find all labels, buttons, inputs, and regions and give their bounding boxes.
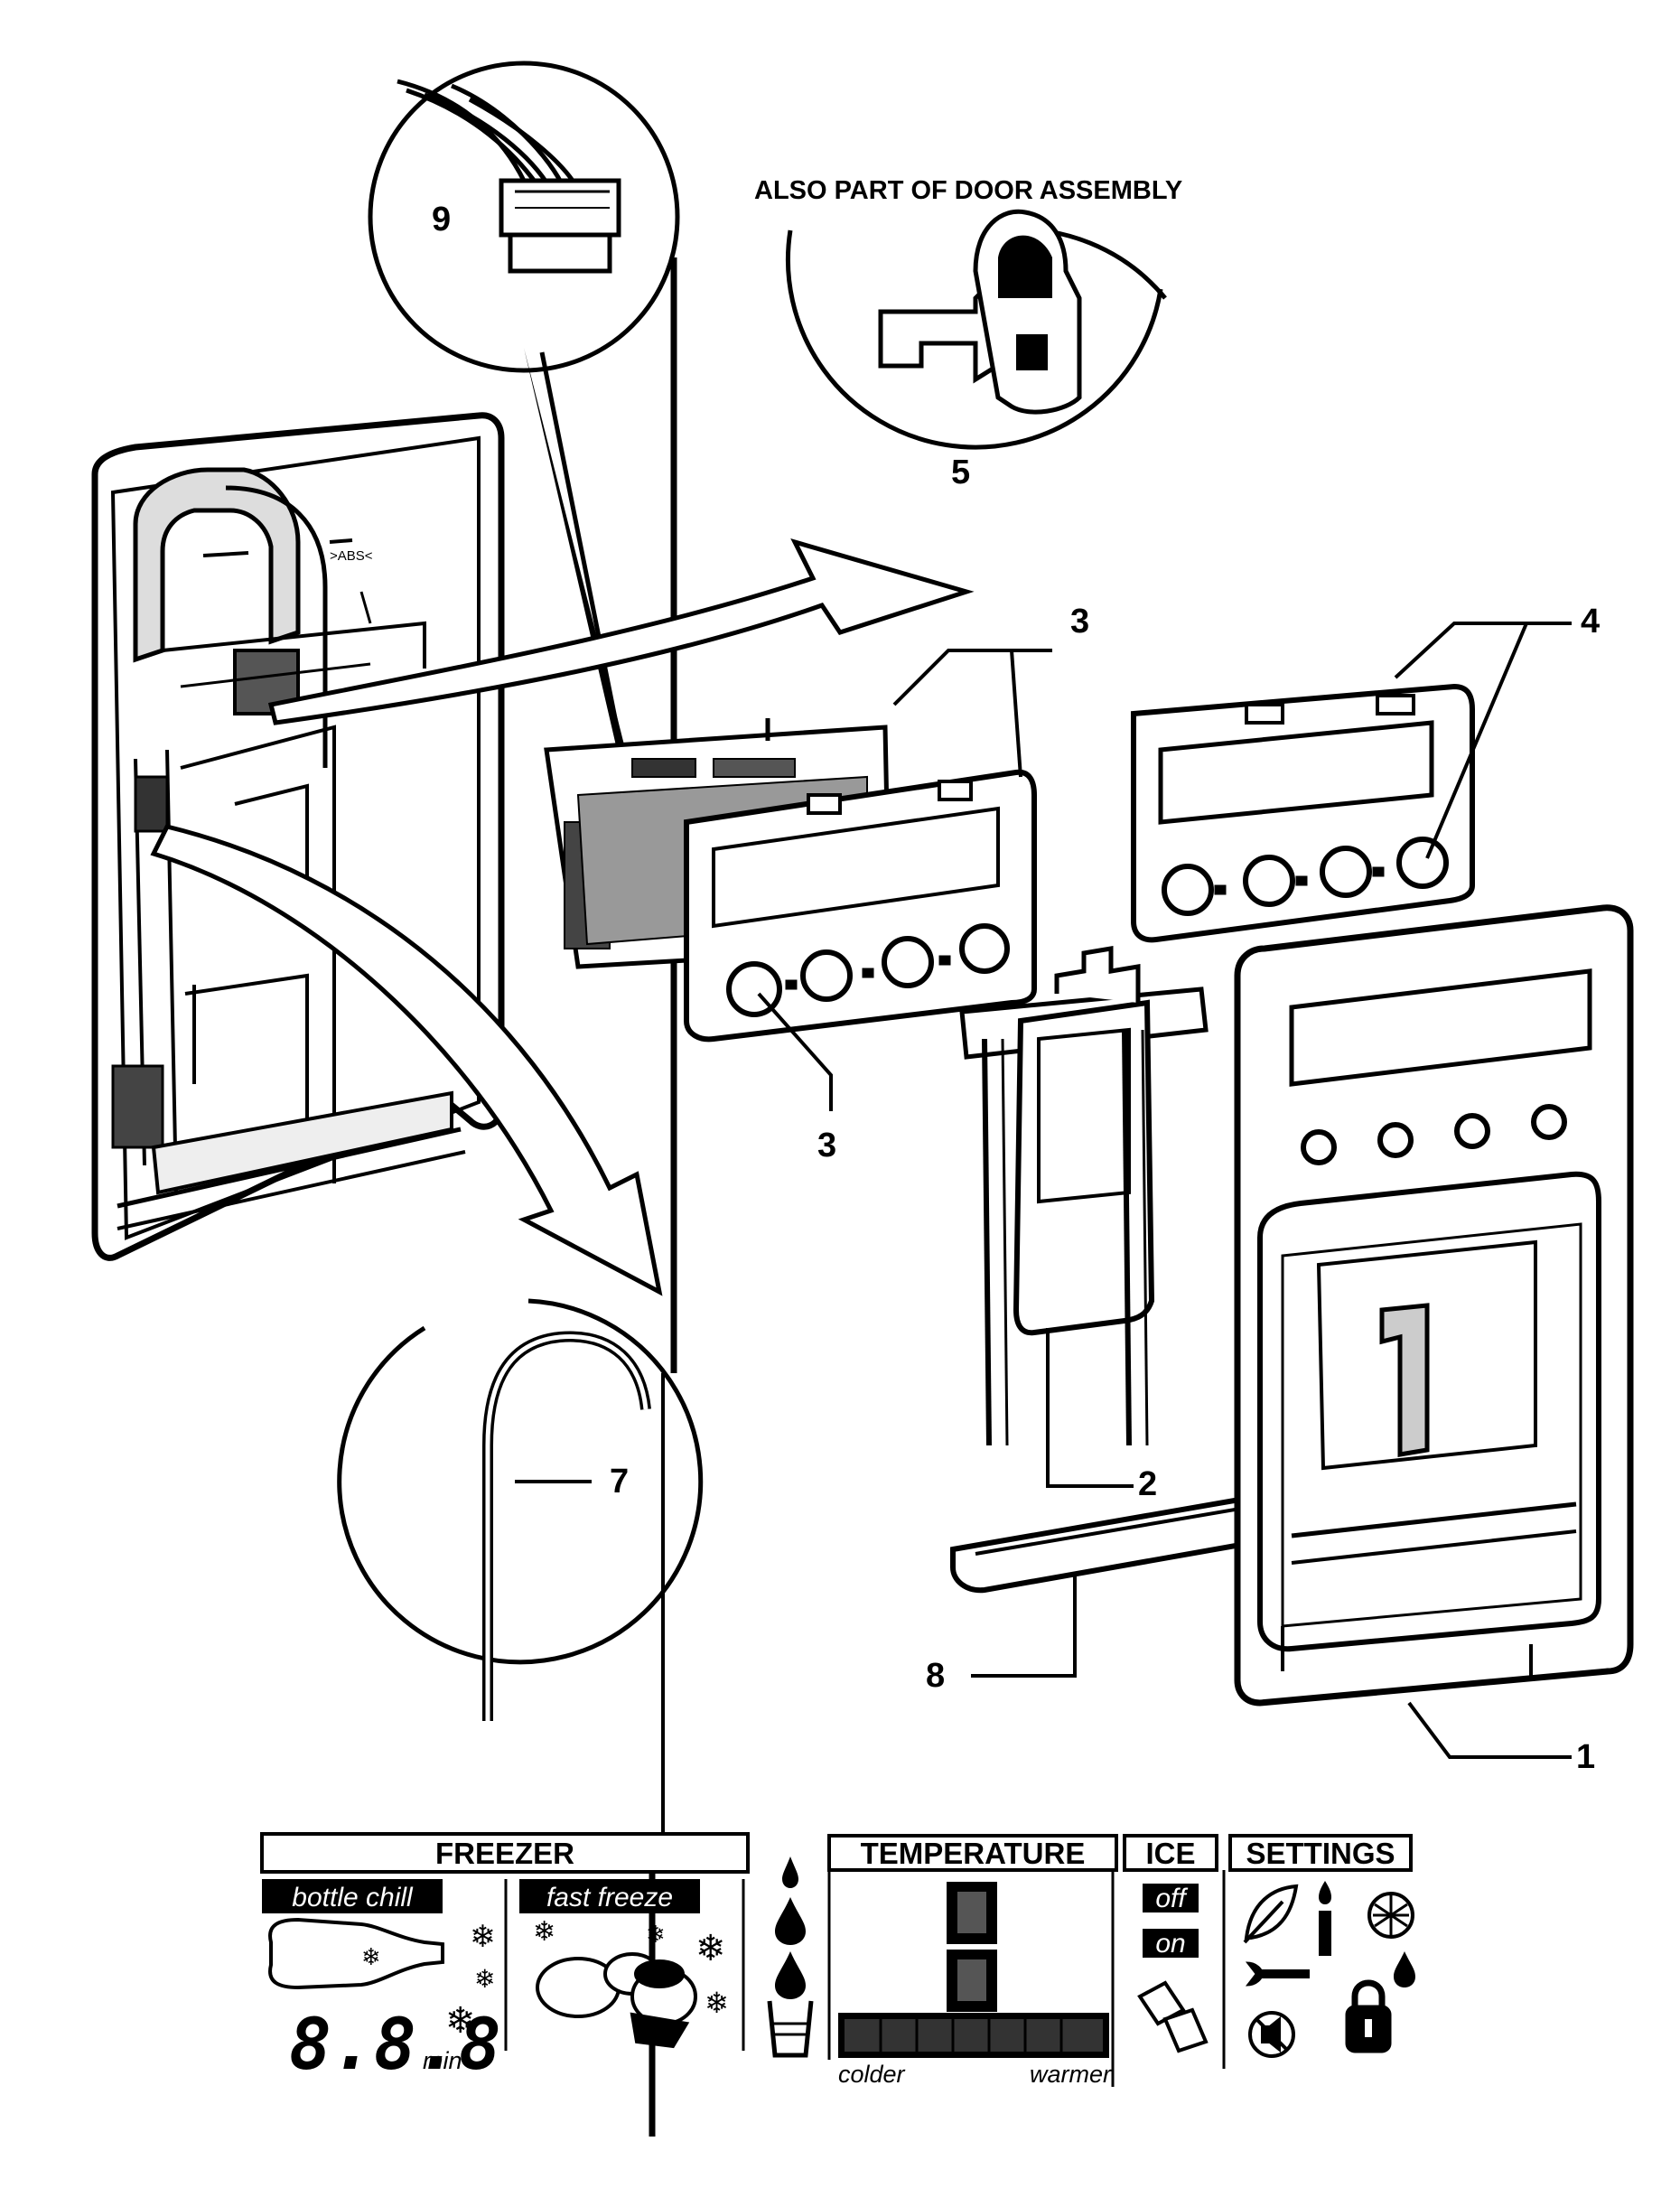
temperature-level-bar <box>838 2013 1109 2058</box>
callout-3: 3 <box>1070 603 1089 641</box>
lock-icon <box>1345 1979 1392 2053</box>
leader-line-1 <box>1407 1701 1572 1759</box>
snowflake-icon: ❄ <box>361 1943 381 1970</box>
settings-header-box <box>1228 1834 1413 1872</box>
freezer-header-box <box>260 1832 750 1874</box>
fast-freeze-label: fast freeze <box>546 1883 673 1912</box>
leader-line-4 <box>1394 622 1572 859</box>
leaf-icon <box>1243 1884 1299 1944</box>
leader-line-8 <box>971 1576 1077 1678</box>
callout-1: 1 <box>1576 1738 1595 1776</box>
colder-label: colder <box>838 2061 906 2088</box>
candle-icon <box>1319 1881 1331 1956</box>
snowflake-icon: ❄ <box>474 1965 495 1993</box>
temperature-header-box <box>827 1834 1118 1872</box>
wrench-icon <box>1245 1961 1310 1987</box>
leader-line-2 <box>1046 1328 1134 1488</box>
snowflake-icon: ❄ <box>705 1987 729 2019</box>
control-overlay-part <box>1131 683 1475 943</box>
ice-title: ICE <box>1145 1837 1195 1870</box>
ice-on-badge <box>1143 1929 1199 1958</box>
detail-circle-9: 9 <box>368 61 680 777</box>
water-drop-icon <box>775 1856 806 1999</box>
ice-on-label: on <box>1155 1929 1185 1959</box>
snowflake-icon: ❄ <box>695 1929 726 1969</box>
note-door-assembly: ALSO PART OF DOOR ASSEMBLY <box>754 176 1182 205</box>
freezer-timer-digits: 8.8.8 <box>289 2005 501 2086</box>
leader-line-3 <box>757 649 1052 1111</box>
fast-freeze-badge <box>519 1879 700 1913</box>
temperature-title: TEMPERATURE <box>861 1837 1086 1870</box>
freezer-title: FREEZER <box>435 1837 574 1870</box>
callout-4: 4 <box>1581 603 1600 641</box>
callout-7: 7 <box>610 1463 629 1501</box>
water-drop-icon <box>1394 1951 1415 1987</box>
snowflake-icon: ❄ <box>533 1917 555 1947</box>
fast-freeze-food-icon <box>536 1952 697 2049</box>
glass-icon <box>767 2000 814 2058</box>
bottle-icon <box>268 1917 444 1990</box>
mute-icon <box>1248 2011 1295 2058</box>
callout-2: 2 <box>1138 1465 1157 1503</box>
ice-off-label: off <box>1155 1884 1188 1913</box>
callout-8: 8 <box>926 1657 945 1695</box>
detail-circle-7: 7 <box>337 1298 704 1721</box>
board-marking-text: >ABS< <box>330 548 373 564</box>
detail-circle-5: ALSO PART OF DOOR ASSEMBLY 5 <box>754 176 1182 491</box>
callout-9: 9 <box>432 201 451 238</box>
cube-ice-icon <box>1137 1980 1209 2053</box>
ice-off-badge <box>1143 1884 1199 1912</box>
snowflake-icon: ❄ <box>646 1921 666 1948</box>
bottle-chill-label: bottle chill <box>292 1883 414 1912</box>
warmer-label: warmer <box>1030 2061 1112 2088</box>
snowflake-icon: ❄ <box>445 2001 476 2041</box>
control-panel-display: FREEZER bottle chill fast freeze ❄ ❄ ❄ ❄… <box>260 1832 1415 2088</box>
door-liner-housing: >ABS< <box>91 412 505 1261</box>
settings-title: SETTINGS <box>1246 1837 1395 1870</box>
callout-5: 5 <box>951 454 970 491</box>
arrow-to-part-7 <box>150 824 663 1296</box>
hinge-clip-part <box>878 209 1082 415</box>
freezer-timer-unit: min <box>423 2047 462 2074</box>
snowflake-icon: ❄ <box>470 1920 496 1954</box>
callout-3-lower: 3 <box>817 1127 836 1164</box>
arrow-to-part-5 <box>267 538 975 725</box>
control-panel-bezel-3 <box>684 769 1037 1043</box>
filter-icon <box>1367 1892 1414 1939</box>
ice-header-box <box>1123 1834 1218 1872</box>
bottle-chill-badge <box>262 1879 443 1913</box>
dispenser-cover-part <box>1234 904 1634 1707</box>
temperature-segment-display <box>947 1882 997 2012</box>
wire-harness-connector <box>397 79 621 274</box>
dispenser-paddle-part <box>959 946 1209 1446</box>
